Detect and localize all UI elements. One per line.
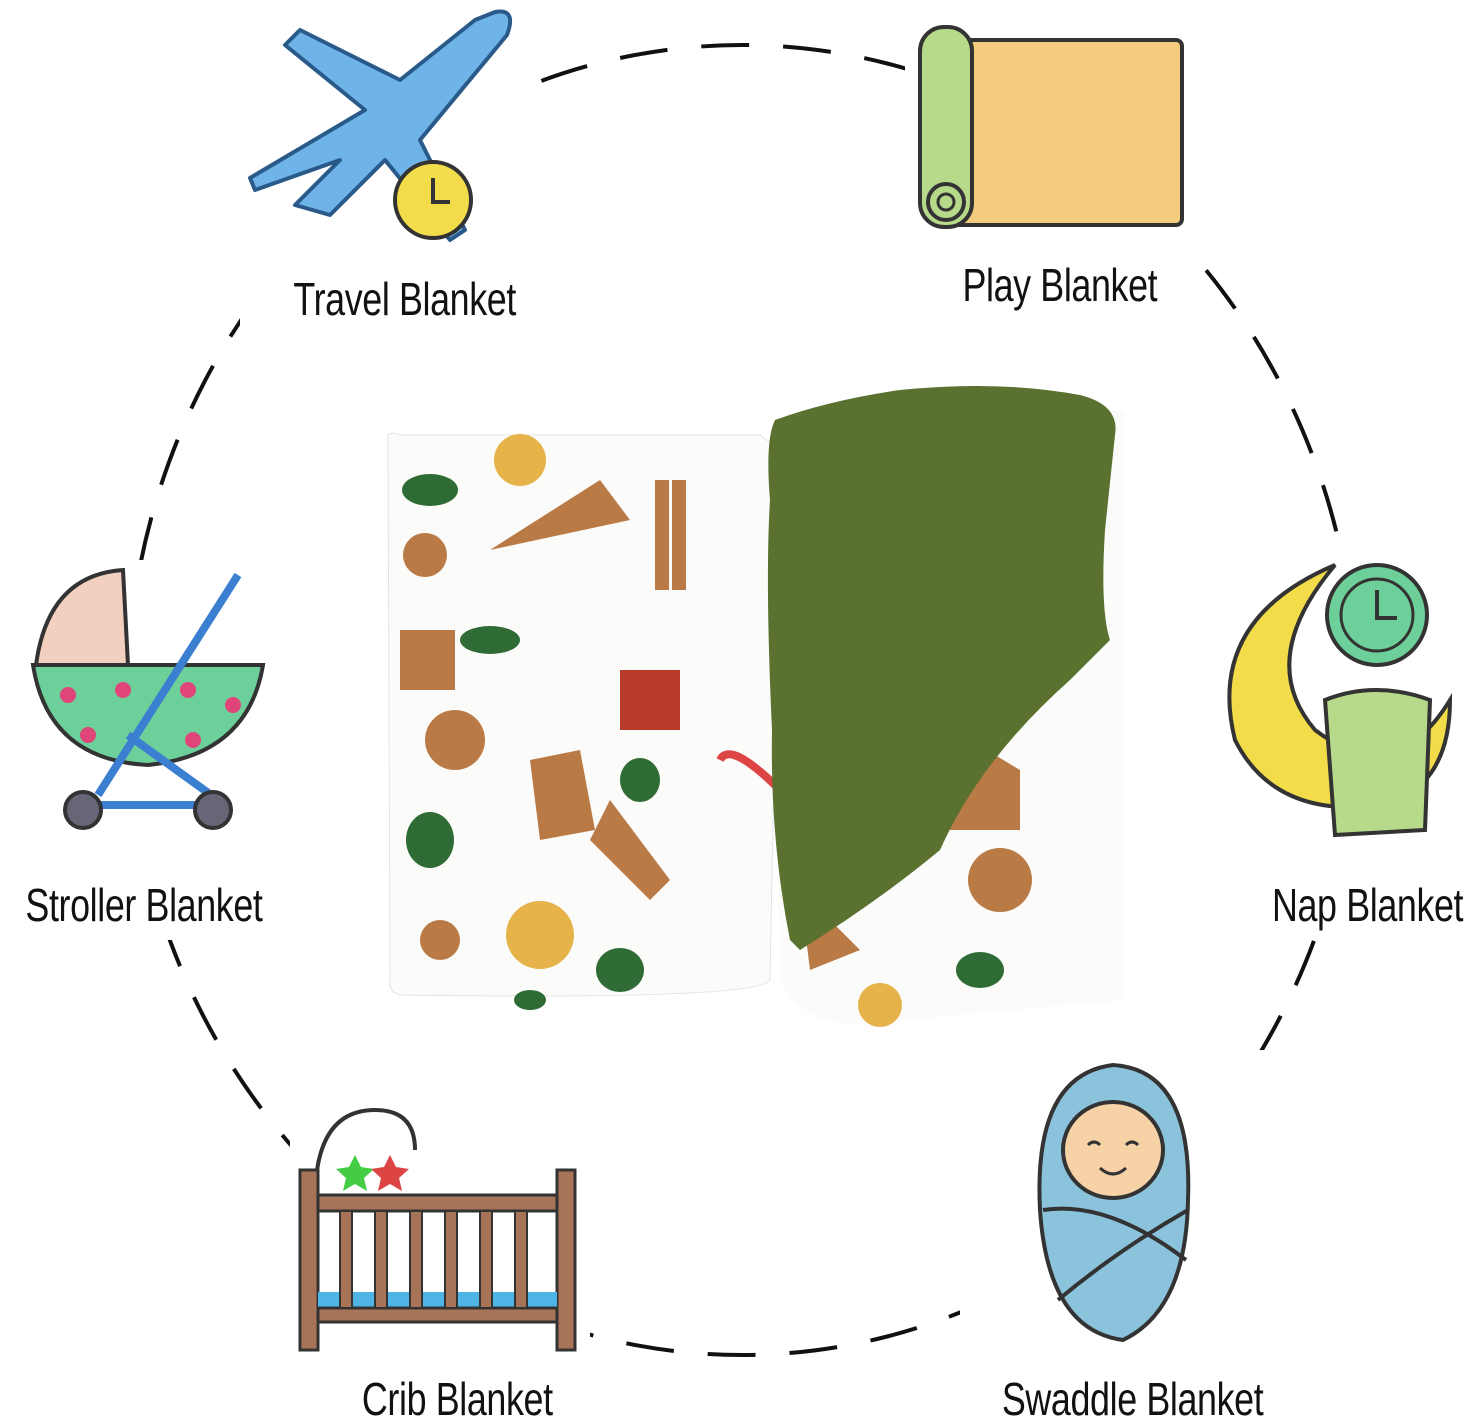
blanket-product-image	[387, 386, 1125, 1027]
moon-nap-icon	[1227, 563, 1453, 838]
airplane-icon	[248, 9, 512, 242]
stroller-icon	[30, 567, 266, 830]
nap-blanket-label: Nap Blanket	[1271, 879, 1464, 931]
play-mat-icon	[918, 25, 1184, 229]
swaddle-baby-icon	[1037, 1062, 1191, 1343]
stroller-blanket-label: Stroller Blanket	[25, 879, 263, 931]
play-blanket-label: Play Blanket	[962, 259, 1158, 311]
travel-blanket-label: Travel Blanket	[293, 273, 516, 325]
crib-blanket-label: Crib Blanket	[361, 1373, 553, 1425]
crib-icon	[298, 1107, 577, 1352]
clock-icon	[1325, 563, 1429, 667]
swaddle-blanket-label: Swaddle Blanket	[1001, 1373, 1264, 1425]
clock-icon	[393, 160, 473, 240]
